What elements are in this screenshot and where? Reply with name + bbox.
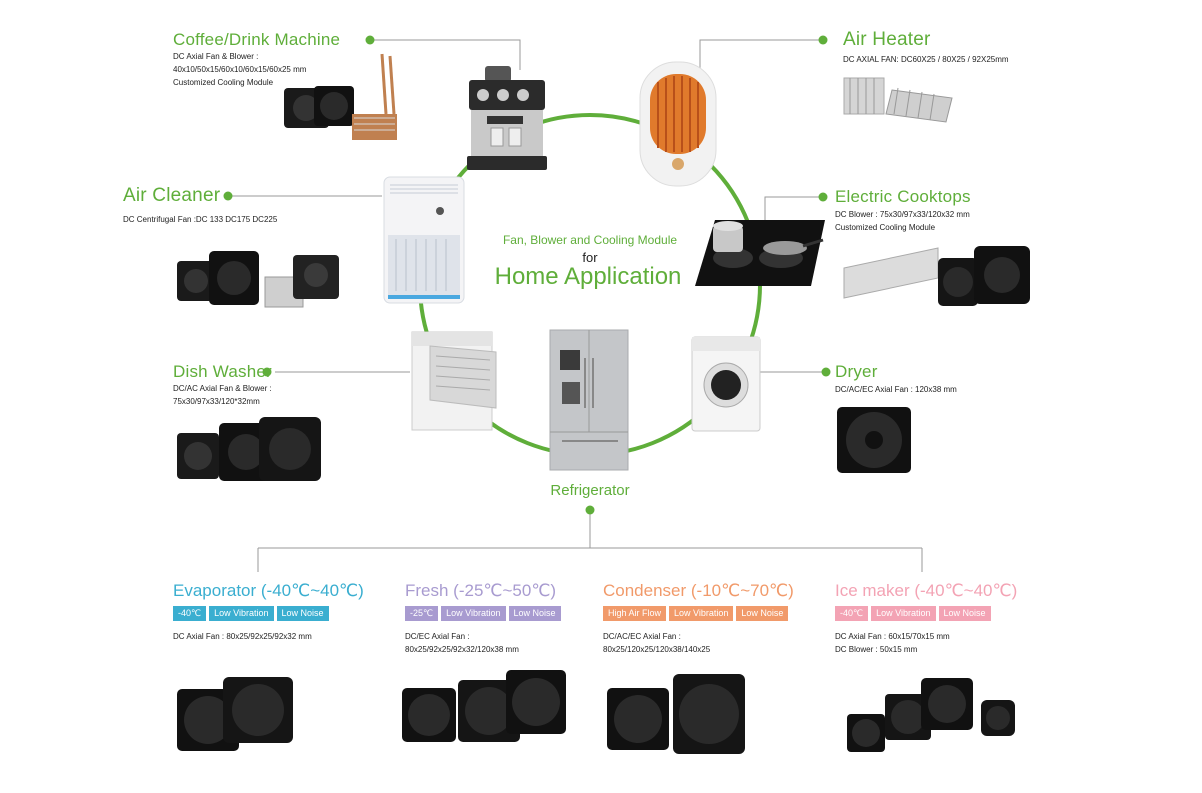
ice-maker-desc: DC Axial Fan : 60x15/70x15 mm DC Blower … <box>835 632 950 654</box>
center-title: Home Application <box>494 263 682 290</box>
cooktop-products-image <box>843 246 1030 306</box>
refrigerator-image <box>549 329 629 471</box>
dish-washer-title: Dish Washer <box>173 362 272 381</box>
evaporator-fans-image <box>177 677 293 751</box>
tag: -25℃ <box>405 606 439 621</box>
ice-maker-title: Ice maker (-40℃~40℃) <box>835 581 1018 600</box>
fresh-tags: -25℃ Low Vibration Low Noise <box>405 606 561 621</box>
coffee-title: Coffee/Drink Machine <box>173 30 341 49</box>
cooktop-connector <box>764 196 823 225</box>
air-heater-desc: DC AXIAL FAN: DC60X25 / 80X25 / 92X25mm <box>843 55 1009 64</box>
tag: Low Vibration <box>669 606 734 621</box>
dish-washer-desc: DC/AC Axial Fan & Blower : 75x30/97x33/1… <box>173 384 272 406</box>
tag: Low Noise <box>508 606 561 621</box>
air-heater-title: Air Heater <box>843 29 931 50</box>
evaporator-title: Evaporator (-40℃~40℃) <box>173 581 364 600</box>
fresh-desc: DC/EC Axial Fan : 80x25/92x25/92x32/120x… <box>405 632 519 654</box>
dish-washer-products-image <box>177 417 321 481</box>
center-for: for <box>582 250 598 265</box>
dish-washer-image <box>411 331 497 431</box>
coffee-machine-image <box>467 66 547 170</box>
center-subtitle: Fan, Blower and Cooling Module <box>502 233 678 247</box>
evaporator-desc: DC Axial Fan : 80x25/92x25/92x32 mm <box>173 632 312 641</box>
air-cleaner-title: Air Cleaner <box>123 185 221 206</box>
tag: High Air Flow <box>603 606 667 621</box>
air-heater-image <box>639 61 717 187</box>
condenser-tags: High Air Flow Low Vibration Low Noise <box>603 606 789 621</box>
coffee-desc: DC Axial Fan & Blower : 40x10/50x15/60x1… <box>173 52 307 87</box>
tag: Low Noise <box>736 606 789 621</box>
dryer-desc: DC/AC/EC Axial Fan : 120x38 mm <box>835 385 957 394</box>
evaporator-tags: -40℃ Low Vibration Low Noise <box>173 606 329 621</box>
tag: Low Noise <box>938 606 991 621</box>
fresh-fans-image <box>402 670 566 742</box>
tag: Low Vibration <box>441 606 506 621</box>
tag: Low Vibration <box>209 606 274 621</box>
condenser-title: Condenser (-10℃~70℃) <box>603 581 794 600</box>
cooktops-title: Electric Cooktops <box>835 187 971 206</box>
tag: Low Noise <box>276 606 329 621</box>
air-cleaner-image <box>383 176 465 304</box>
tag: -40℃ <box>835 606 869 621</box>
condenser-fans-image <box>607 674 745 754</box>
air-cleaner-products-image <box>177 251 339 308</box>
air-heater-products-image <box>843 77 953 123</box>
refrigerator-title: Refrigerator <box>550 482 630 499</box>
condenser-desc: DC/AC/EC Axial Fan : 80x25/120x25/120x38… <box>603 632 711 654</box>
dryer-fan-image <box>837 407 911 473</box>
fresh-title: Fresh (-25℃~50℃) <box>405 581 557 600</box>
coffee-products-image <box>284 53 397 140</box>
tag: Low Vibration <box>871 606 936 621</box>
air-heater-connector <box>699 39 823 70</box>
ice-maker-tags: -40℃ Low Vibration Low Noise <box>835 606 991 621</box>
dryer-image <box>691 336 761 432</box>
cooktops-desc: DC Blower : 75x30/97x33/120x32 mm Custom… <box>835 210 970 232</box>
cooktop-image <box>695 220 825 286</box>
dryer-title: Dryer <box>835 362 878 381</box>
coffee-connector <box>370 39 521 70</box>
ice-maker-fans-image <box>847 678 1015 752</box>
tag: -40℃ <box>173 606 207 621</box>
air-cleaner-desc: DC Centrifugal Fan :DC 133 DC175 DC225 <box>123 215 278 224</box>
